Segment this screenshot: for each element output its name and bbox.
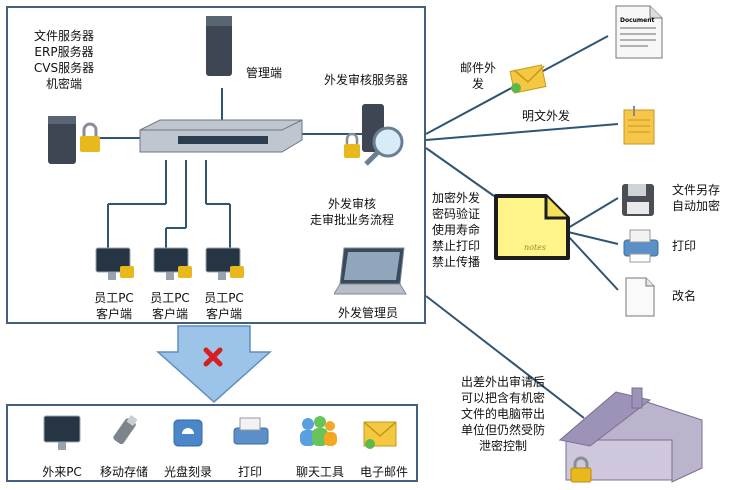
client-label-line: 员工PC xyxy=(94,291,134,305)
server-label: 机密端 xyxy=(45,77,82,91)
printer-icon xyxy=(233,417,269,445)
blocked-print-label: 打印 xyxy=(237,465,262,479)
email-icon xyxy=(363,421,397,449)
document-icon-label: Document xyxy=(620,17,655,24)
network-switch-icon xyxy=(139,119,303,153)
blocked-email-label: 电子邮件 xyxy=(359,465,408,479)
document-icon: Document xyxy=(615,5,663,59)
encrypted-out-line: 加密外发 xyxy=(432,191,481,205)
management-label: 管理端 xyxy=(246,66,283,80)
client-label-line: 客户端 xyxy=(95,307,132,321)
server-label: CVS服务器 xyxy=(33,61,95,75)
blocked-foreign-pc-label: 外来PC xyxy=(42,465,82,479)
client-label-line: 客户端 xyxy=(205,307,242,321)
encrypted-out-line: 禁止打印 xyxy=(432,239,481,253)
save-as-line: 文件另存 xyxy=(672,183,721,197)
save-as-line: 自动加密 xyxy=(672,199,721,213)
remote-note-line: 出差外出审请后 xyxy=(460,375,545,389)
client-label: 员工PC 客户端 xyxy=(86,290,142,322)
remote-note-line: 可以把含有机密 xyxy=(460,391,545,405)
encrypted-notes-icon: notes xyxy=(494,194,570,260)
encrypted-out-line: 密码验证 xyxy=(432,207,481,221)
rename-label: 改名 xyxy=(672,289,697,303)
encrypted-out-line: 禁止传播 xyxy=(432,255,481,269)
encrypted-out-label: 加密外发 密码验证 使用寿命 禁止打印 禁止传播 xyxy=(432,190,480,270)
client-pc-icon xyxy=(153,247,192,280)
disc-burner-icon xyxy=(173,419,203,447)
audit-server-icon xyxy=(344,104,404,166)
client-label: 员工PC 客户端 xyxy=(196,290,252,322)
note-pad-icon xyxy=(623,106,655,145)
file-server-icon xyxy=(48,116,100,164)
encrypted-out-line: 使用寿命 xyxy=(432,223,481,237)
client-label: 员工PC 客户端 xyxy=(142,290,198,322)
notes-icon-label: notes xyxy=(524,243,546,252)
floppy-disk-icon xyxy=(622,184,654,216)
email-icon xyxy=(509,64,547,94)
audit-server-label: 外发审核服务器 xyxy=(324,73,409,87)
blocked-chat-label: 聊天工具 xyxy=(295,465,344,479)
audit-flow-line: 走审批业务流程 xyxy=(309,213,394,227)
client-pc-icon xyxy=(95,247,134,280)
client-label-line: 员工PC xyxy=(150,291,190,305)
blocked-usb-label: 移动存储 xyxy=(99,465,148,479)
management-server-icon xyxy=(206,16,232,76)
laptop-icon xyxy=(334,247,407,295)
blocked-disc-label: 光盘刻录 xyxy=(163,465,212,479)
plain-out-label: 明文外发 xyxy=(522,109,571,123)
house-icon xyxy=(558,387,703,483)
remote-note-line: 单位但仍然受防 xyxy=(460,423,545,437)
blank-file-icon xyxy=(625,277,655,317)
remote-note-line: 泄密控制 xyxy=(478,439,527,453)
audit-flow-line: 外发审核 xyxy=(327,197,376,211)
admin-label: 外发管理员 xyxy=(338,306,399,320)
server-label: 文件服务器 xyxy=(33,29,94,43)
audit-flow-label: 外发审核 走审批业务流程 xyxy=(300,196,404,228)
printer-icon xyxy=(623,229,659,263)
email-out-label: 邮件外 发 xyxy=(450,60,506,92)
chat-tool-icon xyxy=(300,416,337,446)
left-server-labels: 文件服务器 ERP服务器 CVS服务器 机密端 xyxy=(18,28,110,92)
save-as-label: 文件另存 自动加密 xyxy=(672,182,720,214)
client-label-line: 客户端 xyxy=(151,307,188,321)
foreign-pc-icon xyxy=(43,415,81,450)
client-pc-icon xyxy=(205,247,244,280)
email-out-line: 发 xyxy=(471,77,484,91)
lock-icon xyxy=(570,456,592,483)
client-label-line: 员工PC xyxy=(204,291,244,305)
usb-drive-icon xyxy=(113,414,138,445)
remote-note: 出差外出审请后 可以把含有机密 文件的电脑带出 单位但仍然受防 泄密控制 xyxy=(446,374,560,454)
email-out-line: 邮件外 xyxy=(459,61,496,75)
remote-note-line: 文件的电脑带出 xyxy=(460,407,545,421)
print-label: 打印 xyxy=(672,239,697,253)
server-label: ERP服务器 xyxy=(34,45,94,59)
